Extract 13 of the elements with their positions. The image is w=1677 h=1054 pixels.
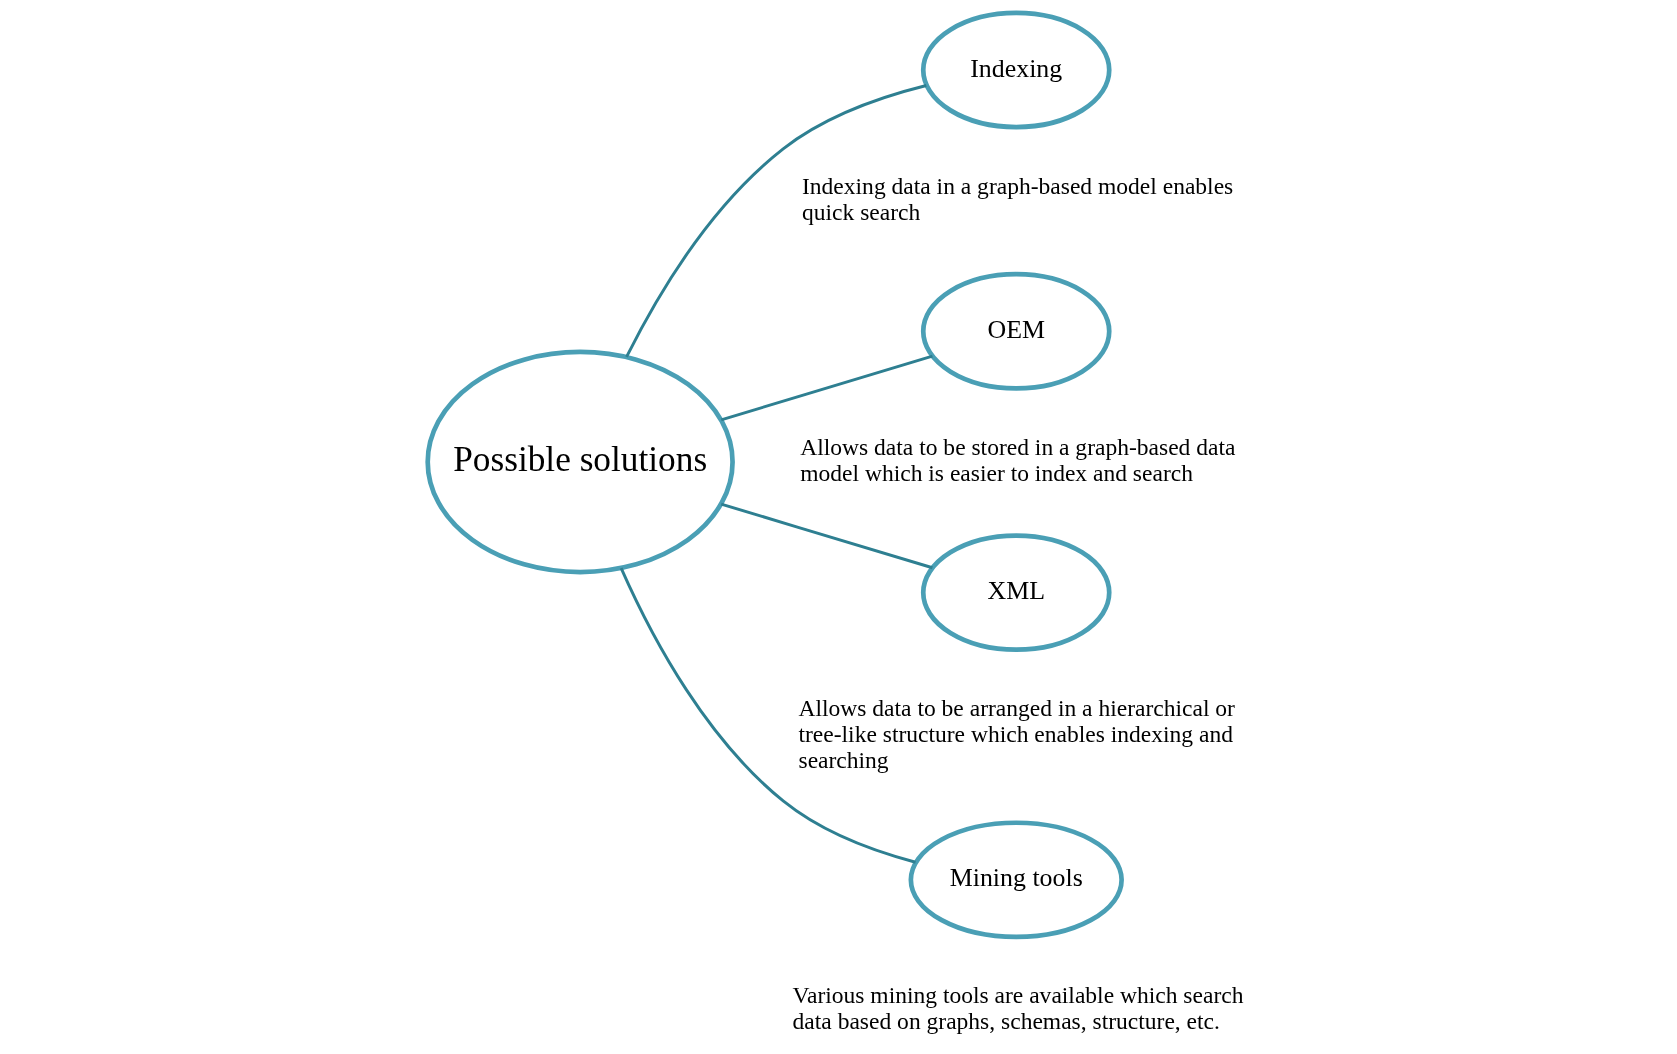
node-label: Allows data to be arranged in a hierarchical or tree-like structure which enables indexing and searching — [798, 695, 1235, 773]
node-ellipse: XML — [920, 533, 1112, 653]
node-label: Indexing data in a graph-based model enables quick search — [802, 172, 1234, 225]
node-label: Allows data to be stored in a graph-based data model which is easier to index and search — [800, 433, 1236, 486]
node-label: Various mining tools are available which search data based on graphs, schemas, structure, etc. — [792, 982, 1244, 1035]
node-ellipse: Possible solutions — [425, 349, 735, 575]
node-ellipse: OEM — [920, 271, 1112, 391]
connector — [625, 84, 927, 358]
node-ellipse: Mining tools — [908, 820, 1124, 940]
node-ellipse: Indexing — [920, 10, 1112, 130]
connector — [720, 354, 933, 422]
connector — [720, 502, 933, 570]
connector — [619, 567, 916, 864]
